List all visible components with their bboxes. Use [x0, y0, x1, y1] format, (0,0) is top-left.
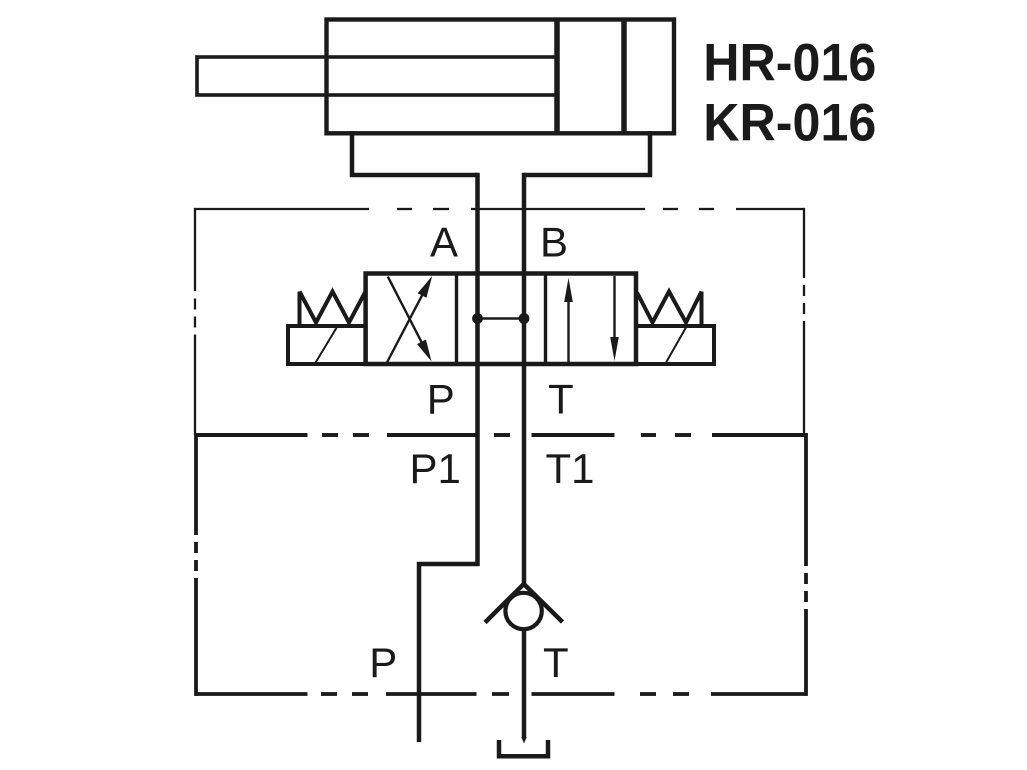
svg-text:B: B — [540, 218, 568, 265]
svg-text:P1: P1 — [410, 445, 461, 492]
svg-text:P: P — [369, 639, 397, 686]
svg-text:T: T — [548, 375, 574, 422]
svg-text:T1: T1 — [546, 445, 595, 492]
svg-text:KR-016: KR-016 — [703, 94, 876, 153]
svg-text:HR-016: HR-016 — [703, 34, 876, 93]
svg-text:P: P — [427, 375, 455, 422]
svg-text:A: A — [430, 219, 458, 266]
svg-text:T: T — [543, 639, 569, 686]
